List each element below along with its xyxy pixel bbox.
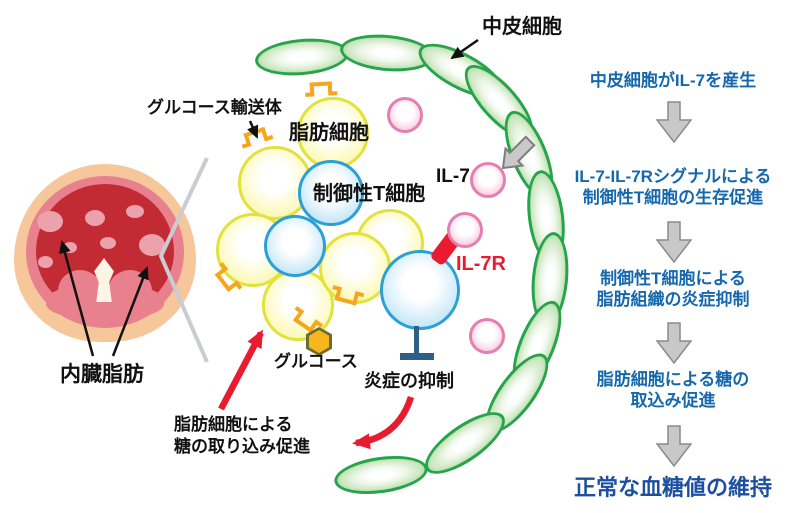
glucose-uptake-label: 脂肪細胞による 糖の取り込み促進 bbox=[174, 414, 310, 458]
flow-step-3: 制御性T細胞による 脂肪組織の炎症抑制 bbox=[553, 268, 793, 310]
glucose-uptake-label-line1: 脂肪細胞による bbox=[174, 415, 293, 434]
il7r-label: IL-7R bbox=[456, 253, 506, 275]
flow-down-arrow-icon bbox=[655, 425, 693, 472]
flow-step-3-line2: 脂肪組織の炎症抑制 bbox=[596, 290, 750, 309]
glucose-molecule-icon bbox=[306, 327, 332, 356]
visceral-fat-deposit bbox=[126, 205, 144, 218]
inhibition-tbar-stem bbox=[414, 326, 419, 355]
flow-step-2: IL-7-IL-7Rシグナルによる 制御性T細胞の生存促進 bbox=[553, 166, 793, 208]
visceral-fat-deposit bbox=[37, 211, 63, 232]
il7-molecule bbox=[387, 97, 423, 133]
spine-shape bbox=[94, 258, 114, 302]
visceral-fat-label: 内臓脂肪 bbox=[60, 363, 144, 386]
glucose-molecule-fill bbox=[309, 330, 329, 353]
il7-molecule bbox=[469, 318, 505, 354]
treg-cell-main bbox=[380, 250, 460, 330]
glucose-uptake-label-line2: 糖の取り込み促進 bbox=[174, 437, 310, 456]
glucose-uptake-arrow bbox=[218, 329, 264, 411]
visceral-fat-deposit bbox=[85, 210, 105, 226]
flow-step-4: 脂肪細胞による糖の 取込み促進 bbox=[553, 369, 793, 411]
il7-molecule bbox=[470, 162, 506, 198]
adipocyte-label: 脂肪細胞 bbox=[289, 122, 369, 144]
flow-step-1: 中皮細胞がIL-7を産生 bbox=[553, 70, 793, 91]
visceral-fat-deposit bbox=[139, 234, 165, 256]
flow-step-2-line1: IL-7-IL-7Rシグナルによる bbox=[574, 167, 772, 186]
mesothelial-label: 中皮細胞 bbox=[482, 16, 562, 38]
adipocyte-cell bbox=[297, 97, 369, 169]
flow-down-arrow-icon bbox=[655, 101, 693, 148]
flow-final-outcome: 正常な血糖値の維持 bbox=[573, 475, 772, 500]
flow-step-4-line1: 脂肪細胞による糖の bbox=[596, 370, 750, 389]
flow-step-3-line1: 制御性T細胞による bbox=[600, 269, 746, 288]
visceral-fat-deposit bbox=[63, 242, 77, 253]
flow-down-arrow-icon bbox=[655, 322, 693, 369]
mesothelial-cell bbox=[253, 34, 351, 80]
glucose-label: グルコース bbox=[274, 352, 358, 371]
visceral-fat-deposit bbox=[38, 256, 53, 268]
inhibition-tbar bbox=[400, 353, 434, 360]
mesothelial-cell bbox=[331, 450, 431, 500]
flow-step-2-line2: 制御性T細胞の生存促進 bbox=[582, 188, 764, 207]
il7-label: IL-7 bbox=[436, 166, 470, 187]
inflammation-suppression-arrow bbox=[352, 395, 415, 450]
treg-cell bbox=[298, 160, 364, 226]
glucose-transporter-icon bbox=[243, 126, 269, 148]
mesothelial-cell bbox=[416, 401, 514, 485]
visceral-fat-deposit bbox=[100, 237, 116, 249]
il7-molecule-bound bbox=[447, 212, 483, 248]
treg-label: 制御性T細胞 bbox=[313, 183, 426, 205]
inflammation-suppression-label: 炎症の抑制 bbox=[364, 371, 454, 391]
flow-step-4-line2: 取込み促進 bbox=[630, 391, 716, 410]
treg-cell bbox=[264, 215, 326, 277]
glucose-transporter-label: グルコース輸送体 bbox=[147, 98, 282, 117]
flow-down-arrow-icon bbox=[655, 221, 693, 268]
flow-step-1-line1: 中皮細胞がIL-7を産生 bbox=[589, 71, 757, 90]
glucose-transporter-icon bbox=[309, 81, 333, 97]
